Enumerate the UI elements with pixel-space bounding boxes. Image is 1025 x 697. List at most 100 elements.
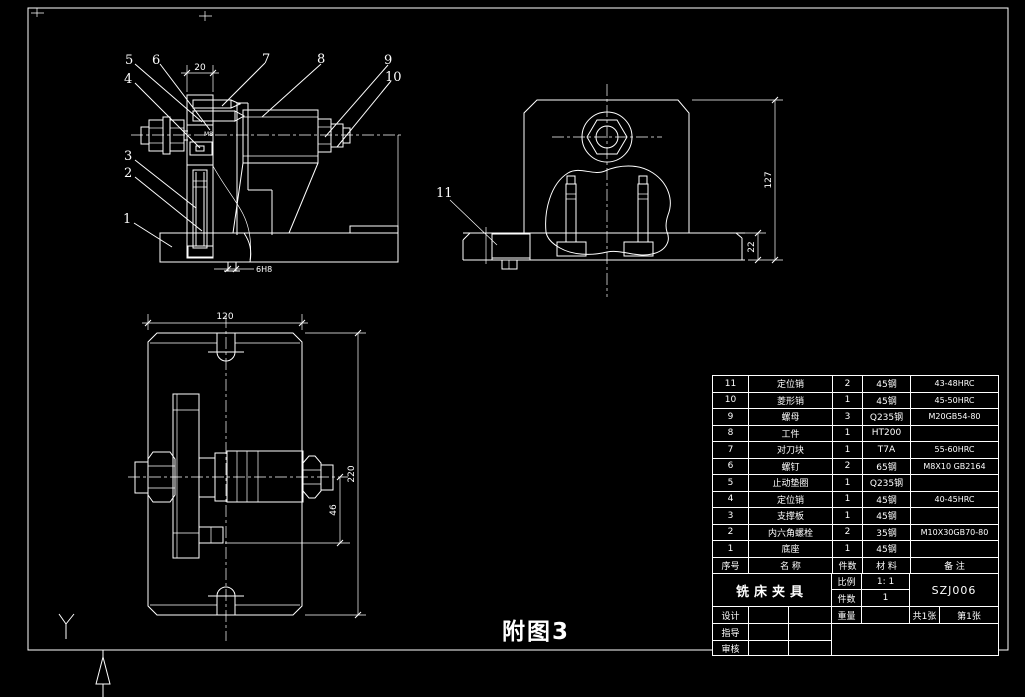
dim-220: 220 (347, 465, 357, 482)
table-row: 1 底座 1 45钢 (712, 540, 999, 558)
part-name: 内六角螺栓 (748, 523, 833, 541)
part-qty: 1 (832, 507, 863, 525)
callout-3: 3 (124, 149, 132, 164)
datum-symbols (58, 613, 111, 697)
part-name: 螺钉 (748, 457, 833, 475)
callout-7: 7 (262, 52, 270, 67)
part-no: 5 (712, 474, 749, 492)
notes-cell (831, 623, 1000, 656)
table-row: 7 对刀块 1 T7A 55-60HRC (712, 441, 999, 459)
drawing-number: SZJ006 (909, 573, 1000, 607)
front-view: 20 6H8 M8 5 6 4 7 8 9 10 3 2 1 (123, 52, 402, 274)
callout-6: 6 (152, 53, 160, 68)
weight-label: 重量 (831, 606, 863, 624)
part-material: Q235钢 (862, 474, 911, 492)
part-no: 2 (712, 523, 749, 541)
part-material: 45钢 (862, 375, 911, 393)
part-remark: M10X30GB70-80 (910, 523, 999, 541)
title-block: 铣床夹具 比例 1: 1 SZJ006 件数 1 设计 重量 共1张 第1张 指… (711, 573, 1000, 656)
part-remark (910, 474, 999, 492)
part-qty: 1 (832, 441, 863, 459)
part-no: 8 (712, 424, 749, 442)
advisor-name-cell (748, 623, 789, 641)
callout-1: 1 (123, 212, 131, 227)
part-name: 工件 (748, 424, 833, 442)
part-name: 底座 (748, 540, 833, 558)
figure-label: 附图3 (502, 619, 571, 645)
part-remark: 45-50HRC (910, 391, 999, 409)
callout-11: 11 (436, 186, 453, 201)
part-name: 支撑板 (748, 507, 833, 525)
part-qty: 2 (832, 523, 863, 541)
dim-thread: M8 (204, 131, 213, 138)
part-material: 45钢 (862, 540, 911, 558)
side-view: 127 22 11 (436, 84, 783, 297)
audit-row: 审核 (712, 640, 999, 656)
part-qty: 2 (832, 457, 863, 475)
plan-view: 120 220 46 (128, 312, 366, 641)
scale-label: 比例 (831, 573, 863, 590)
scale-value: 1: 1 (861, 573, 911, 590)
part-remark (910, 540, 999, 558)
pieces-value: 1 (861, 589, 911, 607)
sheets-total: 共1张 (909, 606, 941, 624)
part-name: 定位销 (748, 375, 833, 393)
header-qty: 件数 (832, 556, 863, 574)
part-qty: 1 (832, 490, 863, 508)
header-no: 序号 (712, 556, 749, 574)
part-qty: 2 (832, 375, 863, 393)
table-header-row: 序号 名 称 件数 材 料 备 注 (712, 556, 999, 574)
part-qty: 1 (832, 474, 863, 492)
parts-table: 11 定位销 2 45钢 43-48HRC 10 菱形销 1 45钢 45-50… (712, 375, 999, 574)
pieces-label: 件数 (831, 589, 863, 607)
table-row: 3 支撑板 1 45钢 (712, 507, 999, 525)
part-material: T7A (862, 441, 911, 459)
table-row: 9 螺母 3 Q235钢 M20GB54-80 (712, 408, 999, 426)
design-name-cell (748, 606, 789, 624)
part-no: 9 (712, 408, 749, 426)
title-row: 铣床夹具 比例 1: 1 SZJ006 (711, 573, 1000, 607)
dim-22: 22 (747, 241, 757, 252)
advisor-label: 指导 (712, 623, 749, 641)
weight-value-cell (861, 606, 911, 624)
sheet-number: 第1张 (939, 606, 1000, 624)
part-name: 定位销 (748, 490, 833, 508)
audit-name-cell (748, 640, 789, 656)
part-material: 45钢 (862, 490, 911, 508)
part-remark: M20GB54-80 (910, 408, 999, 426)
part-material: 45钢 (862, 507, 911, 525)
design-label: 设计 (712, 606, 749, 624)
callout-10: 10 (385, 70, 402, 85)
part-no: 3 (712, 507, 749, 525)
part-name: 对刀块 (748, 441, 833, 459)
dim-46: 46 (329, 504, 339, 516)
callout-8: 8 (317, 52, 325, 67)
datum-triangle-icon (95, 655, 111, 685)
part-qty: 1 (832, 540, 863, 558)
callout-4: 4 (124, 72, 132, 87)
header-material: 材 料 (862, 556, 911, 574)
part-remark: 40-45HRC (910, 490, 999, 508)
drawing-title: 铣床夹具 (711, 573, 833, 607)
part-qty: 1 (832, 391, 863, 409)
part-qty: 3 (832, 408, 863, 426)
header-name: 名 称 (748, 556, 833, 574)
pieces-row: 件数 1 (713, 589, 999, 607)
y-axis-icon (58, 613, 75, 639)
front-leaders (133, 62, 392, 248)
part-qty: 1 (832, 424, 863, 442)
part-name: 螺母 (748, 408, 833, 426)
table-row: 11 定位销 2 45钢 43-48HRC (712, 375, 999, 393)
part-material: HT200 (862, 424, 911, 442)
part-no: 11 (712, 375, 749, 393)
audit-label: 审核 (712, 640, 749, 656)
callout-5: 5 (125, 53, 133, 68)
design-row: 设计 重量 共1张 第1张 (712, 606, 1000, 624)
dim-127: 127 (764, 171, 774, 188)
header-remark: 备 注 (910, 556, 999, 574)
table-row: 5 止动垫圈 1 Q235钢 (712, 474, 999, 492)
callout-9: 9 (384, 53, 392, 68)
part-remark (910, 424, 999, 442)
callout-2: 2 (124, 166, 132, 181)
